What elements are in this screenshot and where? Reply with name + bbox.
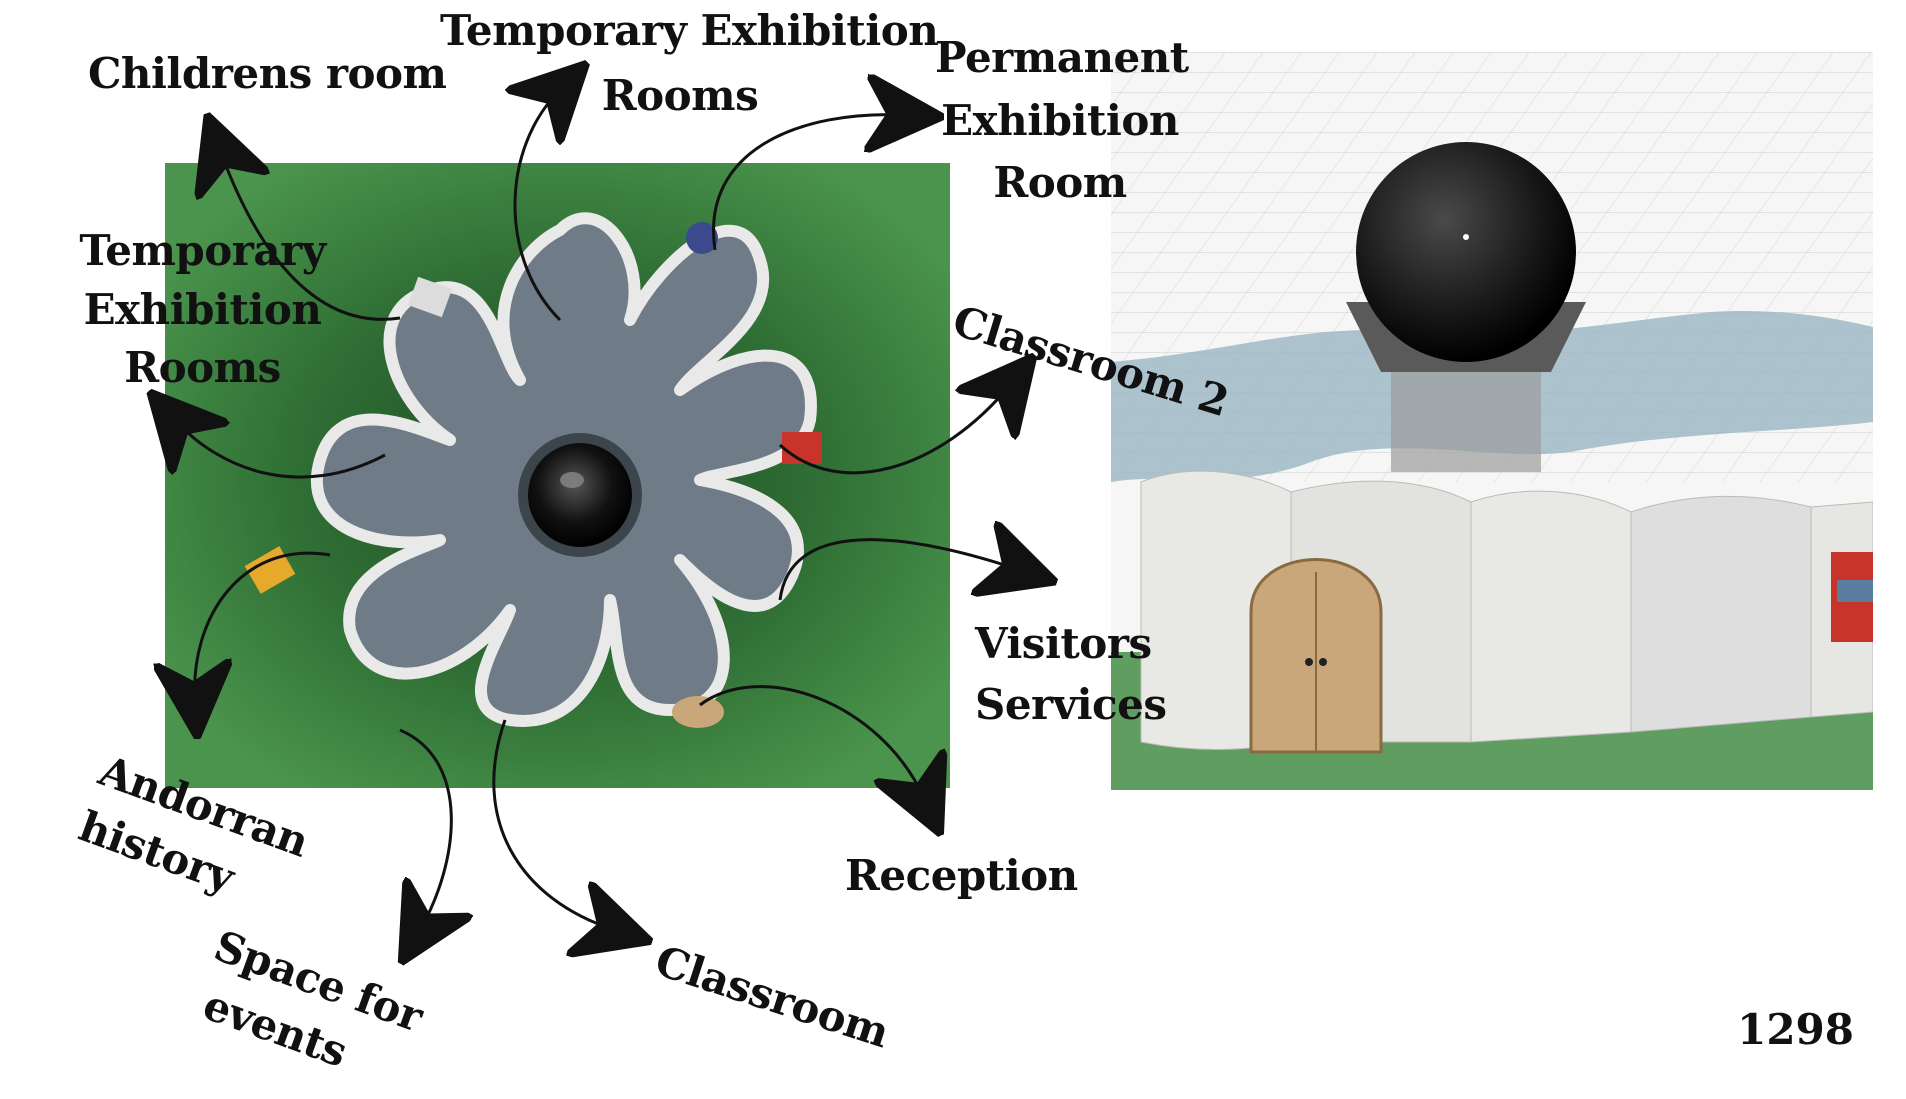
- label-temporary-left-line3: Rooms: [124, 343, 281, 392]
- arrow-temporary-exhibition-top: [515, 90, 560, 322]
- label-permanent-line1: Permanent: [935, 33, 1189, 82]
- label-reception: Reception: [845, 851, 1078, 900]
- label-childrens-room: Childrens room: [88, 49, 447, 98]
- model-render: [1111, 52, 1873, 790]
- arrow-reception: [699, 685, 925, 800]
- arrow-permanent-exhibition: [712, 115, 905, 251]
- label-visitors-services: Visitors Services: [975, 618, 1167, 731]
- arrow-visitors-services: [778, 540, 1020, 601]
- dome-sphere-3d: [1356, 142, 1576, 362]
- label-permanent-exhibition: Permanent Exhibition Room: [935, 32, 1189, 210]
- arrows: [175, 90, 1020, 930]
- 3d-model-view: [1111, 52, 1873, 790]
- label-temporary-exhibition-top-line1: Temporary Exhibition: [440, 6, 939, 55]
- white-room-marker: [407, 276, 453, 318]
- label-visitors-line1: Visitors: [975, 619, 1152, 668]
- arrow-classroom: [492, 719, 615, 930]
- label-temporary-exhibition-top: Temporary Exhibition Rooms: [440, 5, 939, 122]
- arrow-temporary-exhibition-left: [175, 420, 386, 479]
- tan-room-marker: [672, 696, 724, 728]
- arrow-andorran-history: [195, 551, 331, 700]
- building-plan: [244, 212, 822, 728]
- label-temporary-left-line2: Exhibition: [83, 284, 322, 334]
- label-permanent-line2: Exhibition: [941, 95, 1179, 145]
- label-temporary-exhibition-left: Temporary Exhibition Rooms: [70, 225, 335, 395]
- blue-room-marker: [686, 222, 718, 254]
- label-temporary-left-line1: Temporary: [79, 226, 326, 275]
- dome-sphere: [528, 443, 632, 547]
- red-room-marker: [782, 432, 822, 464]
- label-visitors-line2: Services: [975, 679, 1167, 729]
- yellow-room-marker: [244, 546, 296, 594]
- arrow-childrens-room: [220, 150, 401, 321]
- label-permanent-line3: Room: [993, 158, 1127, 207]
- arrow-space-for-events: [400, 728, 451, 930]
- label-temporary-exhibition-top-line2: Rooms: [601, 70, 759, 120]
- arrow-classroom-2: [778, 385, 1010, 475]
- page-number: 1298: [1737, 1005, 1854, 1054]
